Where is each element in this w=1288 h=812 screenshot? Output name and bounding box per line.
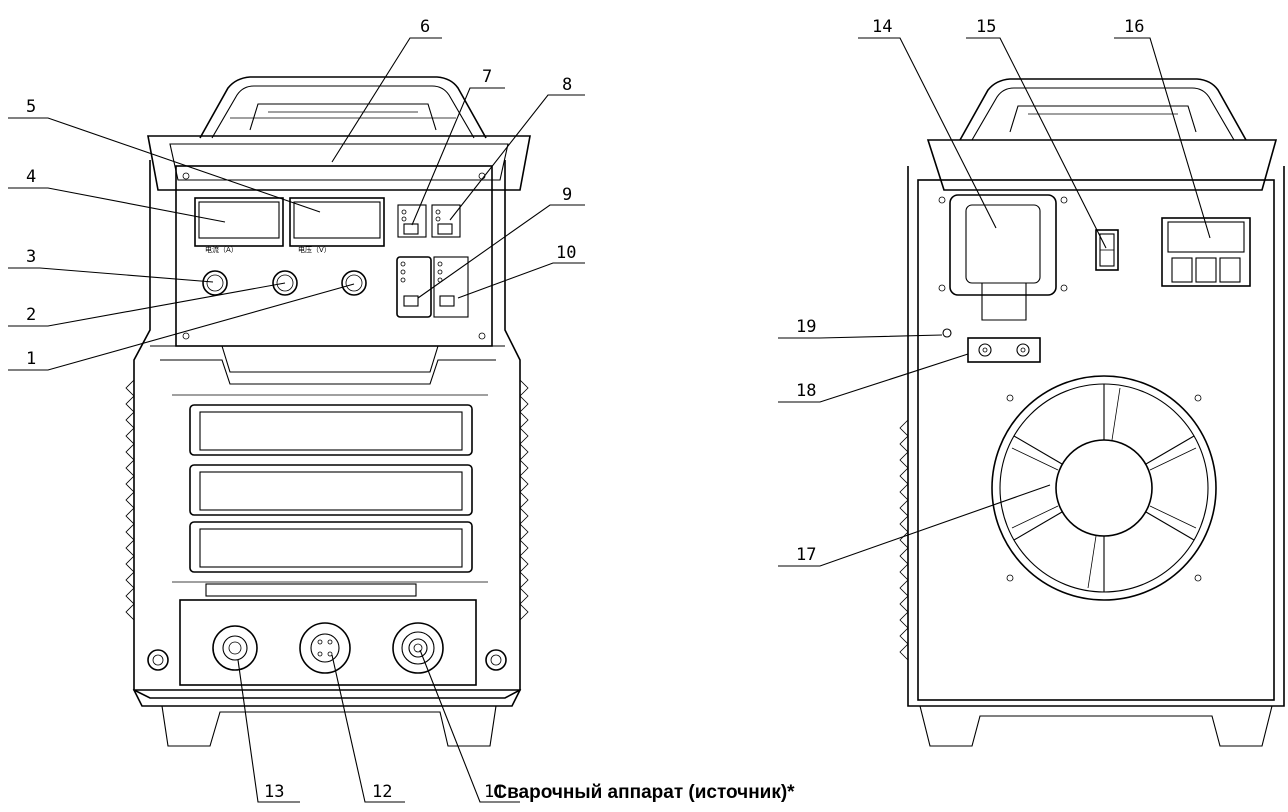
- front-top-cover: [147, 135, 531, 191]
- callout-3: 3: [26, 247, 36, 267]
- callout-11: 11: [484, 782, 504, 802]
- callout-12: 12: [372, 782, 392, 802]
- callout-8: 8: [562, 75, 572, 95]
- callout-19: 19: [796, 317, 816, 337]
- front-housing: [133, 160, 521, 699]
- cable-inlet-14: [938, 194, 1068, 321]
- voltage-display: [289, 197, 385, 247]
- callout-1: 1: [26, 349, 36, 369]
- vent-strip: [205, 583, 417, 597]
- switch-block-7[interactable]: [397, 204, 427, 238]
- callout-9: 9: [562, 185, 572, 205]
- callout-15: 15: [976, 17, 996, 37]
- fan-17: [991, 375, 1217, 601]
- front-callout-leaders: [8, 37, 585, 803]
- rear-top-cover: [926, 139, 1278, 191]
- rear-view: [778, 37, 1285, 747]
- control-socket-12[interactable]: [299, 622, 351, 674]
- callout-6: 6: [420, 17, 430, 37]
- callout-10: 10: [556, 243, 576, 263]
- switch-block-9[interactable]: [396, 256, 432, 318]
- front-base: [132, 689, 522, 707]
- callout-5: 5: [26, 97, 36, 117]
- rear-callout-leaders: [778, 37, 1211, 567]
- callout-7: 7: [482, 67, 492, 87]
- callout-16: 16: [1124, 17, 1144, 37]
- point-19: [942, 328, 952, 338]
- callout-13: 13: [264, 782, 284, 802]
- rear-panel: [917, 179, 1275, 701]
- connector-panel: [179, 599, 477, 686]
- control-panel: [175, 165, 493, 347]
- power-switch-15[interactable]: [1095, 229, 1119, 271]
- front-side-fins: [125, 379, 529, 621]
- voltage-display-label: 电压（V）: [298, 245, 331, 254]
- front-view: 电流（A） 电压（V）: [8, 37, 585, 803]
- knob-left[interactable]: [202, 270, 228, 296]
- switch-block-8[interactable]: [431, 204, 461, 238]
- terminal-11[interactable]: [392, 622, 444, 674]
- callout-17: 17: [796, 545, 816, 565]
- breaker-16[interactable]: [1161, 217, 1251, 287]
- front-louvers: [172, 394, 488, 583]
- terminal-13[interactable]: [212, 625, 258, 671]
- callout-14: 14: [872, 17, 892, 37]
- callout-4: 4: [26, 167, 36, 187]
- front-handle: [199, 76, 487, 139]
- figure-caption: Сварочный аппарат (источник)*: [493, 782, 795, 803]
- current-display: [194, 197, 284, 247]
- terminal-block-18[interactable]: [967, 337, 1041, 363]
- knob-right[interactable]: [341, 270, 367, 296]
- current-display-label: 电流（A）: [205, 245, 238, 254]
- rear-handle: [959, 78, 1247, 141]
- callout-18: 18: [796, 381, 816, 401]
- callout-2: 2: [26, 305, 36, 325]
- knob-middle[interactable]: [272, 270, 298, 296]
